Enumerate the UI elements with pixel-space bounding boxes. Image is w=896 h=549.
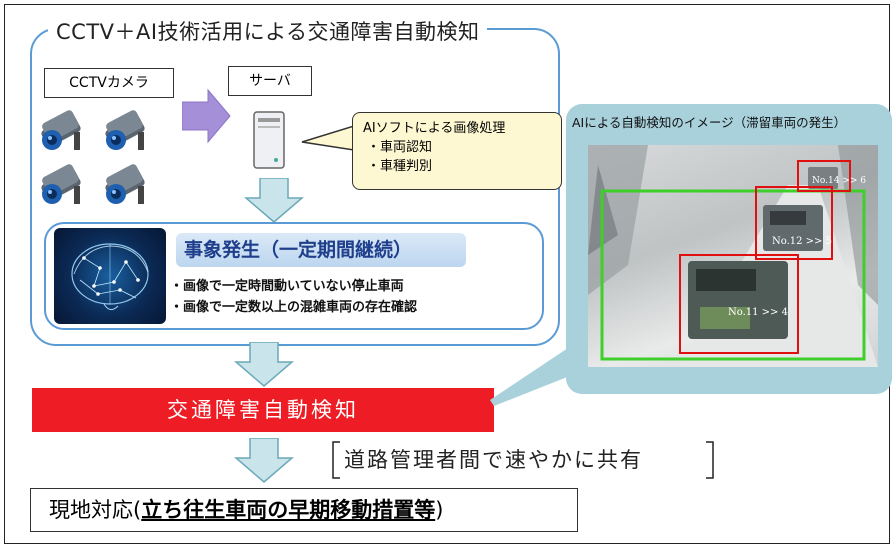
down-arrow-icon — [244, 178, 304, 223]
camera-icon — [40, 108, 83, 150]
server-label: サーバ — [228, 66, 312, 96]
image-caption: AIによる自動検知のイメージ（滞留車両の発生） — [572, 115, 847, 130]
share-label: 道路管理者間で速やかに共有 — [344, 448, 643, 472]
snowy-road-photo: No.11 >> 4 No.12 >> 5 No.14 >> 6 — [588, 145, 878, 367]
vehicle-label: No.14 >> 6 — [812, 176, 866, 186]
ai-processing-callout: AIソフトによる画像処理 ・車両認知 ・車種判別 — [352, 112, 562, 190]
final-suffix: ) — [435, 498, 444, 522]
vehicle-label: No.12 >> 5 — [772, 236, 832, 247]
detection-bar: 交通障害自動検知 — [32, 388, 494, 432]
camera-icon — [103, 108, 147, 150]
cctv-label: CCTVカメラ — [44, 68, 174, 98]
event-title: 事象発生（一定期間継続） — [176, 233, 466, 267]
bracket-left — [332, 441, 340, 479]
camera-icon — [40, 162, 83, 204]
photo-illustration: No.11 >> 4 No.12 >> 5 No.14 >> 6 — [588, 145, 878, 367]
callout-item: ・車種判別 — [367, 159, 433, 174]
final-emphasis: 立ち往生車両の早期移動措置等 — [141, 498, 436, 522]
right-arrow-icon — [182, 88, 231, 144]
cctv-cameras-graphic — [40, 108, 147, 204]
server-icon — [253, 111, 285, 169]
event-bullet: ・画像で一定時間動いていない停止車両 — [170, 279, 404, 294]
panel-title: CCTV＋AI技術活用による交通障害自動検知 — [48, 16, 488, 46]
callout-item: ・車両認知 — [367, 140, 433, 155]
vehicle-label: No.11 >> 4 — [728, 307, 788, 318]
bracket-right — [706, 441, 714, 479]
ai-brain-image — [54, 228, 166, 324]
down-arrow-icon — [234, 438, 294, 483]
callout-pointer — [301, 124, 356, 151]
brain-icon — [71, 243, 149, 310]
camera-icon — [103, 162, 147, 204]
callout-title: AIソフトによる画像処理 — [363, 121, 506, 136]
event-bullet: ・画像で一定数以上の混雑車両の存在確認 — [170, 300, 418, 315]
down-arrow-icon — [234, 342, 294, 387]
onsite-response-box: 現地対応(立ち往生車両の早期移動措置等) — [30, 488, 578, 532]
final-prefix: 現地対応( — [49, 498, 142, 522]
